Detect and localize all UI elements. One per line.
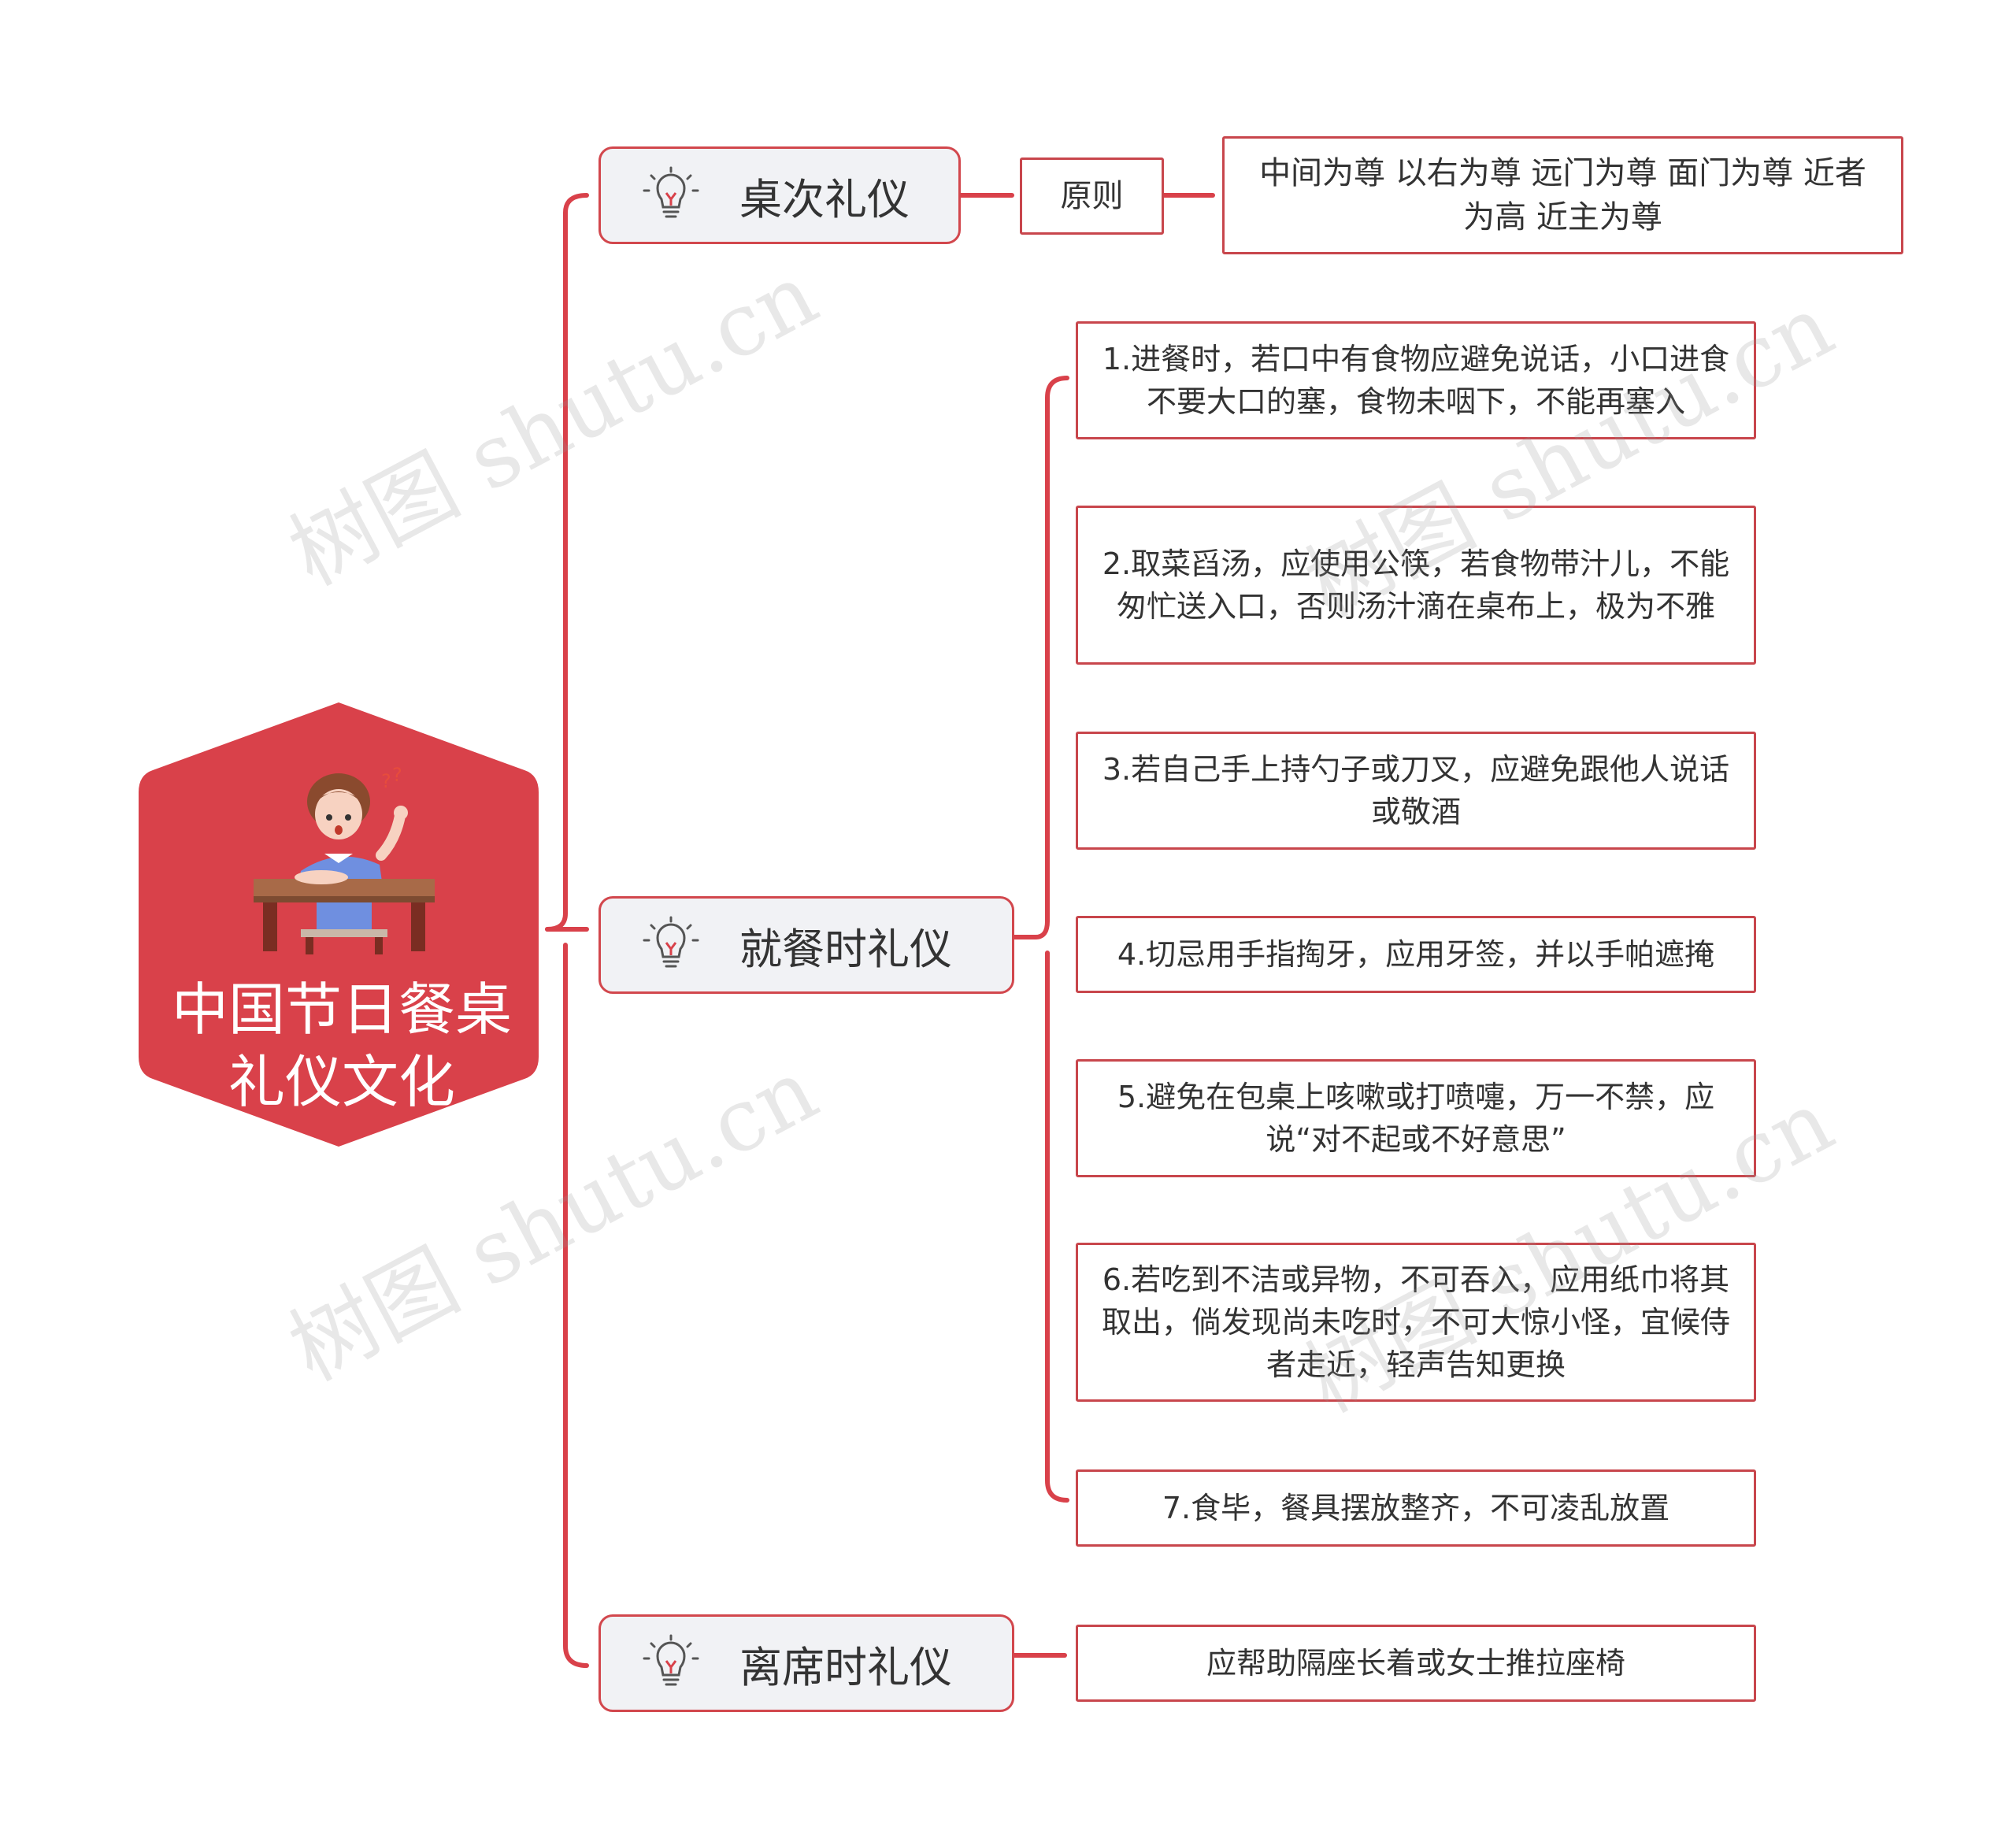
root-title-line2: 礼仪文化 xyxy=(228,1049,455,1115)
root-title-line1: 中国节日餐桌 xyxy=(171,976,512,1043)
dining-rule-7[interactable]: 7.食毕，餐具摆放整齐，不可凌乱放置 xyxy=(1076,1469,1756,1547)
branch-label: 离席时礼仪 xyxy=(739,1642,952,1692)
leave-rule[interactable]: 应帮助隔座长着或女士推拉座椅 xyxy=(1076,1625,1756,1702)
branch-leaving-etiquette[interactable]: 离席时礼仪 xyxy=(598,1614,1014,1712)
lightbulb-icon xyxy=(643,1634,699,1686)
dining-rule-4[interactable]: 4.切忌用手指掏牙，应用牙签，并以手帕遮掩 xyxy=(1076,916,1756,993)
dining-rule-6[interactable]: 6.若吃到不洁或异物，不可吞入，应用纸巾将其取出，倘发现尚未吃时，不可大惊小怪，… xyxy=(1076,1243,1756,1402)
svg-text:?: ? xyxy=(392,764,402,786)
root-title: 中国节日餐桌 礼仪文化 xyxy=(137,973,547,1118)
lightbulb-icon xyxy=(643,916,699,968)
dining-rule-1[interactable]: 1.进餐时，若口中有食物应避免说话，小口进食不要大口的塞，食物未咽下，不能再塞入 xyxy=(1076,321,1756,439)
branch-label: 桌次礼仪 xyxy=(739,174,910,224)
dining-rule-2[interactable]: 2.取菜舀汤，应使用公筷，若食物带汁儿，不能匆忙送入口，否则汤汁滴在桌布上，极为… xyxy=(1076,506,1756,665)
principle-node[interactable]: 原则 xyxy=(1020,158,1164,235)
dining-rule-3[interactable]: 3.若自己手上持勺子或刀叉，应避免跟他人说话或敬酒 xyxy=(1076,732,1756,850)
principle-content[interactable]: 中间为尊 以右为尊 远门为尊 面门为尊 近者为高 近主为尊 xyxy=(1222,136,1903,254)
branch-label: 就餐时礼仪 xyxy=(739,924,952,974)
branch-table-seating[interactable]: 桌次礼仪 xyxy=(598,146,961,244)
dining-rule-5[interactable]: 5.避免在包桌上咳嗽或打喷嚏，万一不禁，应说“对不起或不好意思” xyxy=(1076,1059,1756,1177)
girl-at-desk-illustration: ? ? xyxy=(254,764,435,954)
lightbulb-icon xyxy=(643,166,699,218)
branch-dining-etiquette[interactable]: 就餐时礼仪 xyxy=(598,896,1014,994)
svg-text:?: ? xyxy=(381,770,391,792)
